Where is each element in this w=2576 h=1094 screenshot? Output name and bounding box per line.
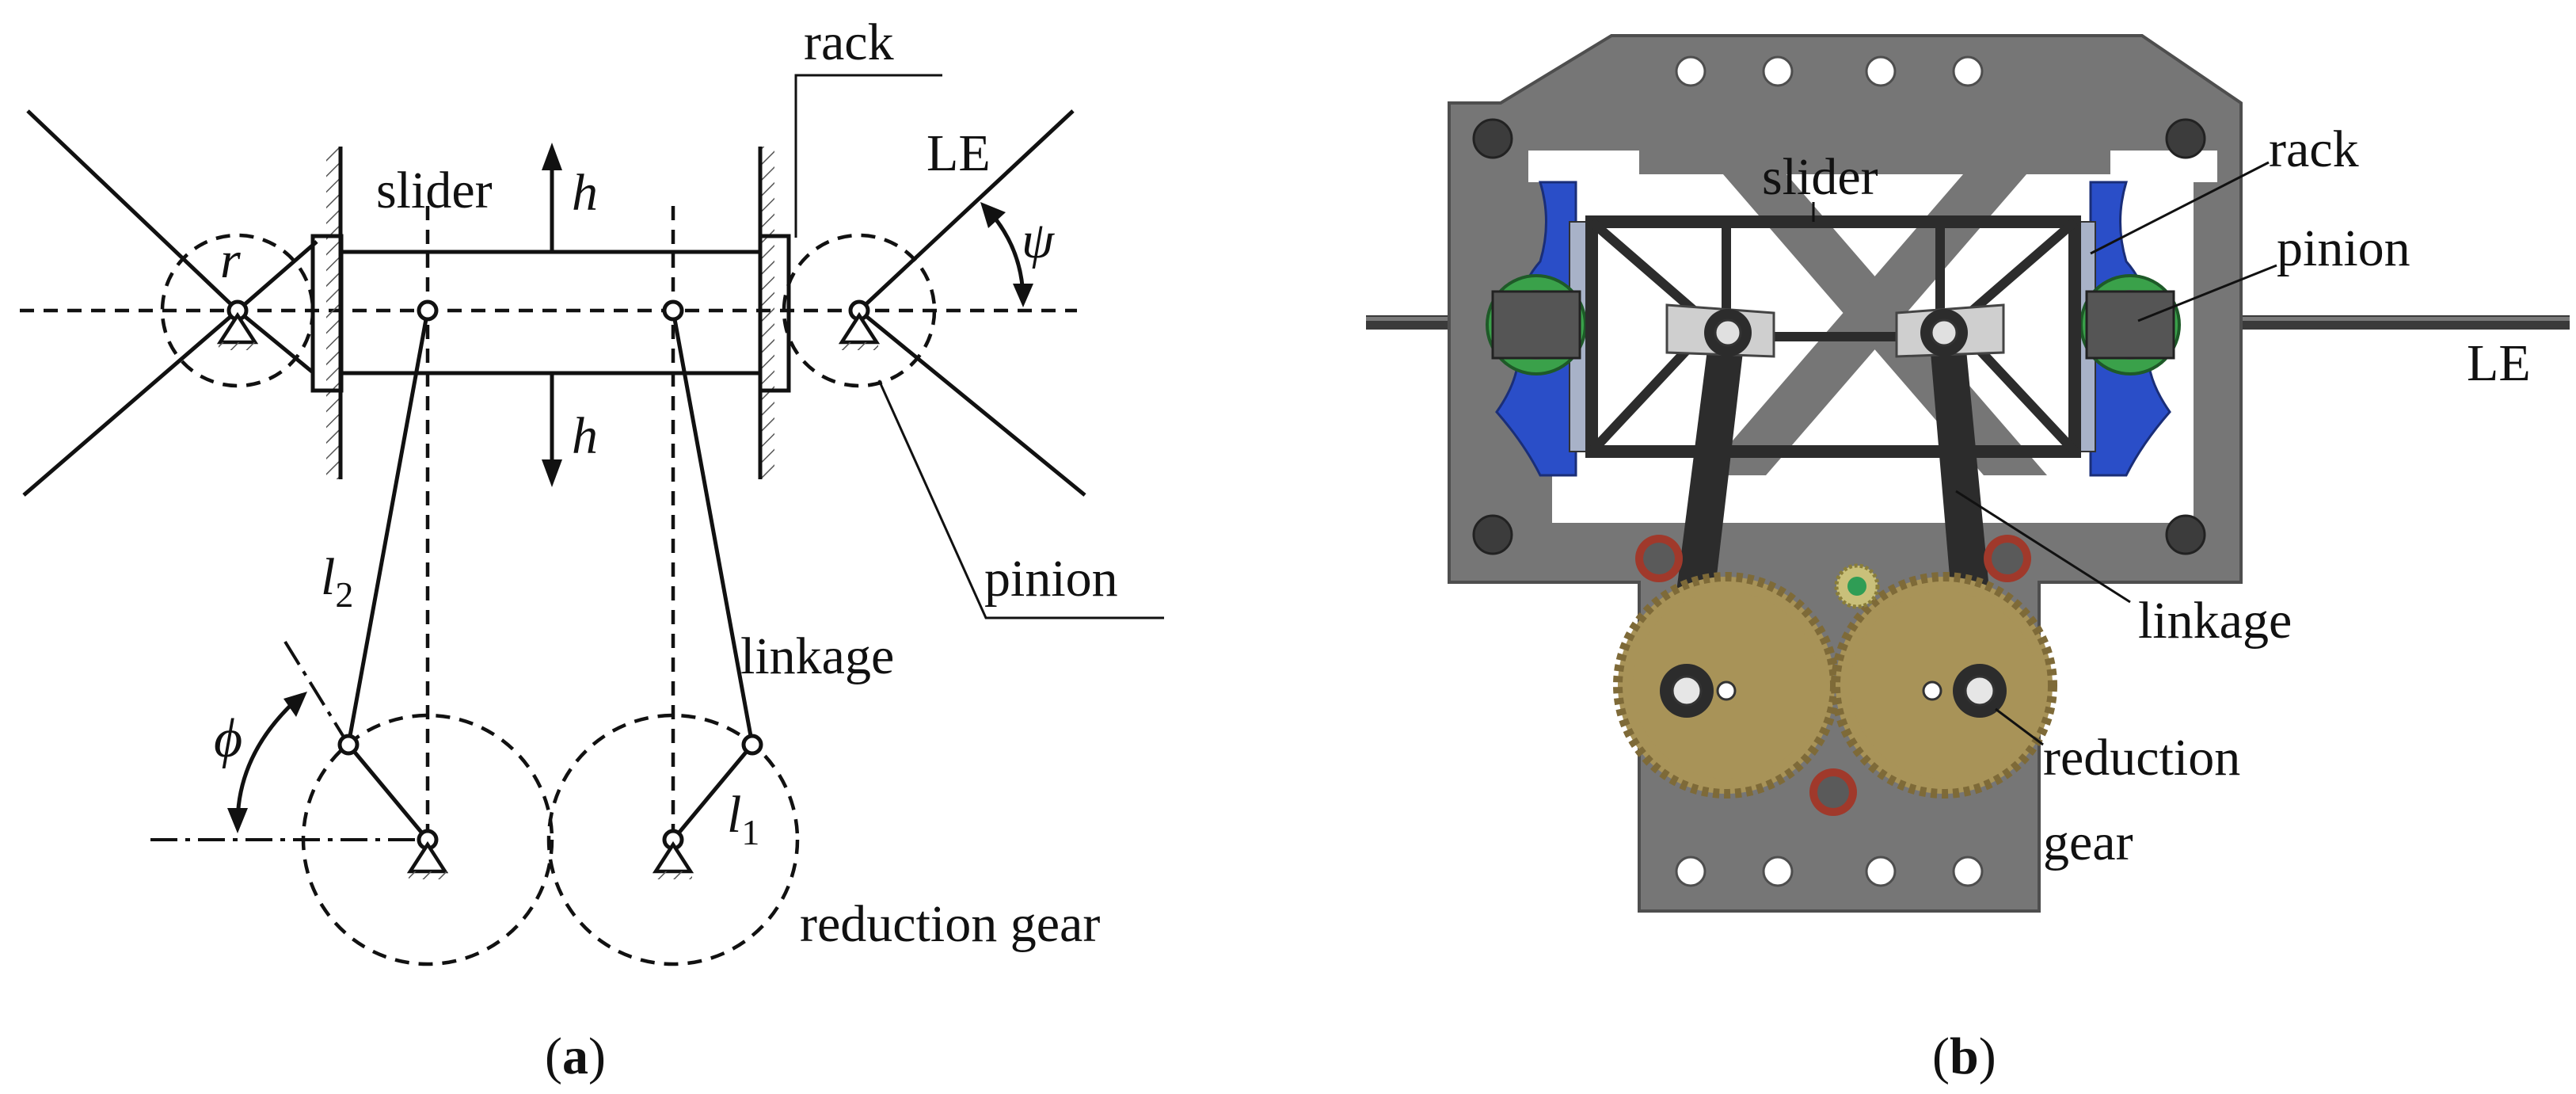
pinion-leader (877, 379, 1164, 619)
phi-reference-angled (283, 640, 350, 746)
phi-arrow-top (283, 692, 307, 717)
caption-b: (b) (1932, 1027, 1996, 1085)
reduction-leader-b (1995, 707, 2044, 746)
pivot-support-left-pinion (216, 311, 259, 350)
phi-arrow-bottom (227, 808, 248, 833)
label-reduction-gear: reduction gear (800, 895, 1100, 953)
label-linkage: linkage (740, 627, 894, 685)
pivot-support-left-gear (406, 841, 449, 879)
linkage-l1 (671, 310, 755, 745)
right-wing-lines (858, 109, 1086, 497)
label-pinion-b: pinion (2277, 219, 2410, 277)
right-rail (2194, 182, 2225, 523)
corner-bolts (1472, 118, 2206, 555)
right-pinion (2079, 274, 2181, 375)
label-psi: ψ (1022, 212, 1055, 269)
psi-arrow-bottom (1013, 284, 1033, 307)
joint-circles (226, 299, 870, 851)
label-LE: LE (927, 124, 991, 182)
rack-leader (794, 74, 942, 238)
linkage-l2 (346, 310, 430, 745)
pinion-leader-b (2137, 264, 2277, 322)
caption-a: (a) (545, 1027, 606, 1085)
label-rack: rack (804, 13, 894, 71)
crank-right (672, 743, 754, 841)
label-h-bottom: h (572, 407, 598, 465)
panel-a-schematic: rack slider h h LE r ψ pinion l2 linkage… (20, 13, 1164, 1085)
crank-left (347, 743, 429, 841)
label-rack-b: rack (2269, 120, 2359, 178)
label-linkage-b: linkage (2138, 592, 2292, 650)
label-reduction-b: reduction (2043, 729, 2240, 787)
left-pinion (1486, 274, 1587, 375)
reduction-gear-right-render (1831, 572, 2057, 799)
drive-gear-small (1834, 563, 1880, 609)
pivot-support-right-gear (652, 841, 694, 879)
panel-b-render: slider rack pinion LE linkage reduction … (1366, 34, 2570, 1085)
label-LE-b: LE (2467, 334, 2531, 392)
plate-holes (1675, 55, 1984, 887)
left-wall-hatch (326, 147, 341, 479)
rack-leader-b (2090, 161, 2270, 255)
h-arrow-up (542, 143, 562, 252)
label-l1: l1 (727, 786, 759, 852)
label-gear-b: gear (2043, 814, 2133, 871)
label-pinion: pinion (984, 550, 1118, 608)
reduction-gear-left-render (1613, 572, 1840, 799)
slider-body (339, 250, 763, 375)
red-bolts (1635, 535, 2031, 816)
label-h-top: h (572, 164, 598, 222)
right-pinion-circle (782, 233, 937, 388)
linkage-leader-b (1955, 490, 2131, 604)
left-wing-lines (22, 109, 318, 497)
psi-arrow-top (980, 202, 1006, 228)
phi-arc (235, 696, 301, 825)
label-phi: ϕ (214, 708, 242, 769)
h-arrow-down (542, 373, 562, 487)
label-l2: l2 (321, 548, 353, 615)
reduction-gear-right (546, 713, 800, 966)
label-slider-b: slider (1762, 148, 1878, 206)
label-slider: slider (376, 162, 493, 219)
right-wall-hatch (760, 147, 774, 479)
label-r: r (220, 231, 241, 289)
pivot-support-right-pinion (838, 311, 881, 350)
